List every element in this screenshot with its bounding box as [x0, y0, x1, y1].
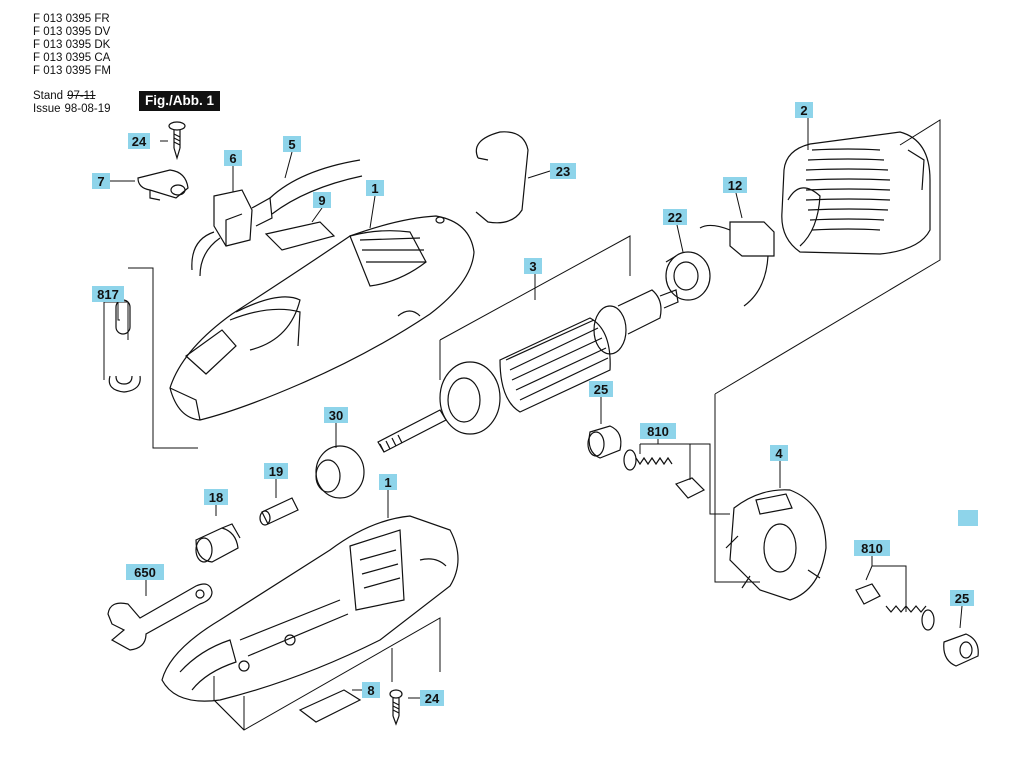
callout-label: 4 — [770, 445, 788, 461]
callout-1-bottom: 1 — [384, 475, 391, 490]
callout-label: 30 — [324, 407, 348, 423]
cord-part — [191, 159, 363, 277]
callout-7: 7 — [97, 174, 104, 189]
leader-lines — [103, 118, 978, 731]
issue-value: 98-08-19 — [64, 103, 111, 115]
callout-label: 12 — [723, 177, 747, 193]
brush-cap-part — [587, 425, 622, 459]
callout-label: 18 — [204, 489, 228, 505]
callout-2: 2 — [800, 103, 807, 118]
callout-label: 7 — [92, 173, 110, 189]
stand-value: 97-11 — [67, 90, 96, 102]
bearing-22-part — [665, 251, 711, 301]
callout-817: 817 — [97, 287, 119, 302]
lower-housing-part — [161, 515, 459, 702]
issue-label: Issue — [33, 103, 61, 115]
callout-4: 4 — [775, 446, 783, 461]
callout-25-bottom: 25 — [955, 591, 969, 606]
code-line: F 013 0395 DK — [33, 39, 111, 51]
callout-label: 650 — [126, 564, 164, 580]
callout-label: 817 — [92, 286, 124, 302]
document-codes: F 013 0395 FR F 013 0395 DV F 013 0395 D… — [33, 13, 111, 78]
brush-holder-part — [725, 489, 827, 601]
armature-part — [377, 289, 679, 453]
callout-19: 19 — [269, 464, 283, 479]
callout-label: 1 — [366, 180, 384, 196]
upper-housing-part — [169, 215, 475, 421]
figure-title: Fig./Abb. 1 — [139, 91, 220, 111]
callout-22: 22 — [668, 210, 682, 225]
callout-3: 3 — [529, 259, 536, 274]
callout-label: 22 — [663, 209, 687, 225]
callout-label: 1 — [379, 474, 397, 490]
brush-spring-part — [623, 449, 706, 499]
stand-label: Stand — [33, 90, 64, 102]
callout-23: 23 — [556, 164, 570, 179]
code-line: F 013 0395 CA — [33, 52, 111, 64]
plate-and-screw-part — [298, 689, 403, 726]
callout-label: 23 — [550, 163, 576, 179]
bearing-30-part — [315, 445, 365, 499]
suppressor-part — [699, 221, 775, 307]
code-line: F 013 0395 FM — [33, 65, 111, 77]
callout-5: 5 — [288, 137, 295, 152]
callout-18: 18 — [209, 490, 223, 505]
callout-9: 9 — [318, 193, 325, 208]
brush-spring-lower-part — [855, 583, 979, 667]
code-line: F 013 0395 FR — [33, 13, 110, 25]
callout-24-bottom: 24 — [425, 691, 440, 706]
callout-12: 12 — [728, 178, 742, 193]
callout-label: 19 — [264, 463, 288, 479]
clip-817-part — [108, 299, 141, 393]
collet-nut-part — [195, 523, 241, 563]
callout-label: 810 — [640, 423, 676, 439]
callout-30: 30 — [329, 408, 343, 423]
callout-label: 25 — [950, 590, 974, 606]
collet-part — [259, 497, 299, 526]
screw-part — [168, 121, 186, 161]
callout-label: 810 — [854, 540, 890, 556]
callout-810-top: 810 — [647, 424, 669, 439]
callout-label: 8 — [362, 682, 380, 698]
callout-25-top: 25 — [594, 382, 608, 397]
callout-label: 9 — [313, 192, 331, 208]
callout-label: 2 — [795, 102, 813, 118]
spring-clip-part — [475, 131, 529, 224]
callout-650: 650 — [134, 565, 156, 580]
callout-label: 3 — [524, 258, 542, 274]
code-line: F 013 0395 DV — [33, 26, 111, 38]
field-coil-part — [781, 131, 931, 255]
callout-label: 6 — [224, 150, 242, 166]
callout-label: 5 — [283, 136, 301, 152]
label-part — [264, 221, 336, 251]
wrench-part — [107, 583, 213, 651]
callout-1-top: 1 — [371, 181, 378, 196]
callout-8: 8 — [367, 683, 374, 698]
callout-810-bottom: 810 — [861, 541, 883, 556]
callout-24-top: 24 — [132, 134, 147, 149]
callout-6: 6 — [229, 151, 236, 166]
callout-label: 24 — [128, 133, 150, 149]
cable-clamp-part — [137, 169, 189, 201]
callout-label: 24 — [420, 690, 444, 706]
callout-label: 25 — [589, 381, 613, 397]
